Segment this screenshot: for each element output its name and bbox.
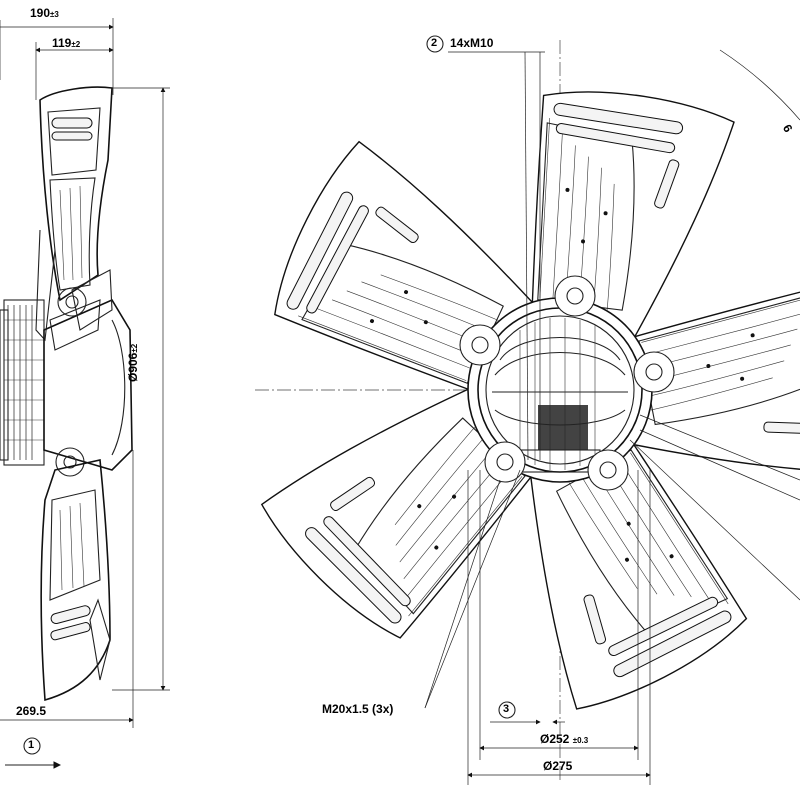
airflow-marker-circle: [23, 737, 41, 755]
callout-2-label: 14xM10: [450, 36, 494, 50]
bolt-circle-value: Ø252: [540, 732, 570, 746]
bolt-circle-tol: ±0.3: [572, 736, 589, 745]
front-view: [248, 35, 800, 785]
rim-depth-tol: ±2: [71, 40, 81, 49]
motor-housing: [0, 299, 45, 466]
hub-diameter-label: Ø275: [543, 759, 573, 773]
diameter-tol: ±2: [130, 343, 139, 353]
diameter-value: Ø906: [126, 352, 140, 382]
bolt-circle-label: Ø252 ±0.3: [540, 732, 588, 746]
overall-depth-label: 190±3: [30, 6, 59, 20]
rim-depth-value: 119: [52, 36, 72, 50]
callout-3-number: 3: [503, 703, 510, 715]
callout-2-circle: [426, 35, 444, 53]
side-view: [0, 18, 170, 769]
callout-3-circle: [498, 701, 516, 719]
diameter-label: Ø906±2: [126, 344, 140, 382]
overall-depth-value: 190: [30, 6, 51, 20]
rim-depth-label: 119±2: [52, 36, 80, 50]
bottom-length-label: 269.5: [16, 704, 47, 718]
hub: [459, 275, 675, 491]
callout-2-number: 2: [431, 37, 438, 49]
overall-depth-tol: ±3: [50, 10, 59, 19]
airflow-marker-number: 1: [28, 739, 35, 751]
cable-gland-label: M20x1.5 (3x): [322, 702, 394, 716]
